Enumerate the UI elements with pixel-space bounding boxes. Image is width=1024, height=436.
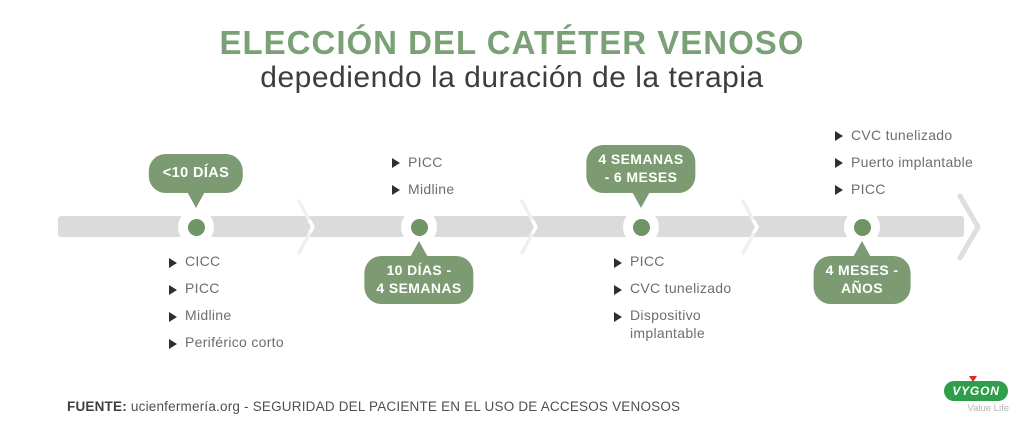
vygon-logo-tagline: Value Life [967, 403, 1009, 414]
timeline-dot-center [410, 218, 428, 236]
list-item: CVC tunelizado [835, 127, 995, 145]
vygon-logo-pill: VYGON [944, 376, 1008, 401]
list-item: PICC [392, 154, 552, 172]
list-item-label: Periférico corto [185, 334, 284, 350]
list-item-label: PICC [630, 253, 665, 269]
list-item: Midline [392, 181, 552, 199]
timeline-dot-center [632, 218, 650, 236]
vygon-logo-triangle-icon [969, 376, 977, 382]
chevron-separator-icon [518, 195, 542, 264]
list-item-label: Puerto implantable [851, 153, 974, 170]
duration-badge: <10 DÍAS [148, 154, 244, 193]
triangle-bullet-icon [169, 311, 177, 322]
timeline-dot-center [853, 218, 871, 236]
duration-badge-label: 4 SEMANAS [376, 279, 462, 296]
duration-badge: 4 SEMANAS - 6 MESES [586, 145, 696, 193]
timeline-end-arrow-icon [956, 190, 984, 269]
list-item-label: Midline [408, 180, 455, 197]
catheter-list: CVC tunelizado Puerto implantable PICC [835, 127, 995, 199]
triangle-bullet-icon [169, 338, 177, 349]
catheter-list: CICC PICC Midline Periférico corto [169, 253, 329, 352]
timeline-dot [178, 209, 214, 245]
chevron-separator-icon [739, 195, 763, 264]
list-item-label: CICC [185, 253, 221, 269]
source-note: FUENTE:ucienfermería.org - SEGURIDAD DEL… [67, 399, 680, 414]
duration-badge: 4 MESES - AÑOS [813, 256, 911, 304]
list-item: PICC [614, 253, 774, 271]
page-subtitle: depediendo la duración de la terapia [260, 61, 764, 94]
duration-badge-label: 10 DÍAS - [386, 262, 452, 278]
list-item: CICC [169, 253, 329, 271]
vygon-logo-wordmark: VYGON [952, 384, 1000, 398]
duration-badge-label: 4 SEMANAS [598, 151, 684, 168]
list-item-label: CVC tunelizado [851, 126, 953, 143]
triangle-bullet-icon [835, 158, 843, 168]
list-item-label: PICC [851, 180, 886, 197]
duration-badge-label: <10 DÍAS [162, 165, 230, 182]
list-item-label: PICC [185, 280, 220, 296]
triangle-bullet-icon [614, 257, 622, 268]
chevron-separator-icon [295, 195, 319, 264]
triangle-bullet-icon [169, 284, 177, 295]
vygon-logo: VYGON Value Life [944, 376, 1010, 414]
triangle-bullet-icon [169, 257, 177, 268]
triangle-bullet-icon [614, 311, 622, 322]
list-item-label: Midline [185, 307, 232, 323]
list-item-label: PICC [408, 153, 443, 170]
list-item-label: Dispositivo implantable [630, 307, 705, 341]
duration-badge-label: AÑOS [840, 279, 884, 296]
timeline-bar [58, 216, 964, 237]
catheter-list: PICC Midline [392, 154, 552, 199]
triangle-bullet-icon [614, 284, 622, 295]
source-label: FUENTE: [67, 399, 127, 414]
list-item: Periférico corto [169, 334, 329, 352]
page-title: ELECCIÓN DEL CATÉTER VENOSO [219, 24, 805, 61]
catheter-list: PICC CVC tunelizado Dispositivo implanta… [614, 253, 774, 342]
list-item-label: CVC tunelizado [630, 280, 732, 296]
list-item: Dispositivo implantable [614, 307, 774, 342]
duration-badge: 10 DÍAS - 4 SEMANAS [364, 256, 474, 304]
list-item: Midline [169, 307, 329, 325]
triangle-bullet-icon [835, 185, 843, 195]
list-item: CVC tunelizado [614, 280, 774, 298]
triangle-bullet-icon [392, 185, 400, 195]
triangle-bullet-icon [392, 158, 400, 168]
duration-badge-label: - 6 MESES [604, 169, 678, 186]
timeline-dot [623, 209, 659, 245]
timeline-dot-center [187, 218, 205, 236]
timeline-dot [401, 209, 437, 245]
source-text: ucienfermería.org - SEGURIDAD DEL PACIEN… [130, 399, 681, 414]
list-item: Puerto implantable [835, 154, 995, 172]
triangle-bullet-icon [835, 131, 843, 141]
list-item: PICC [169, 280, 329, 298]
timeline-dot [844, 209, 880, 245]
duration-badge-label: 4 MESES - [825, 262, 899, 278]
list-item: PICC [835, 181, 995, 199]
